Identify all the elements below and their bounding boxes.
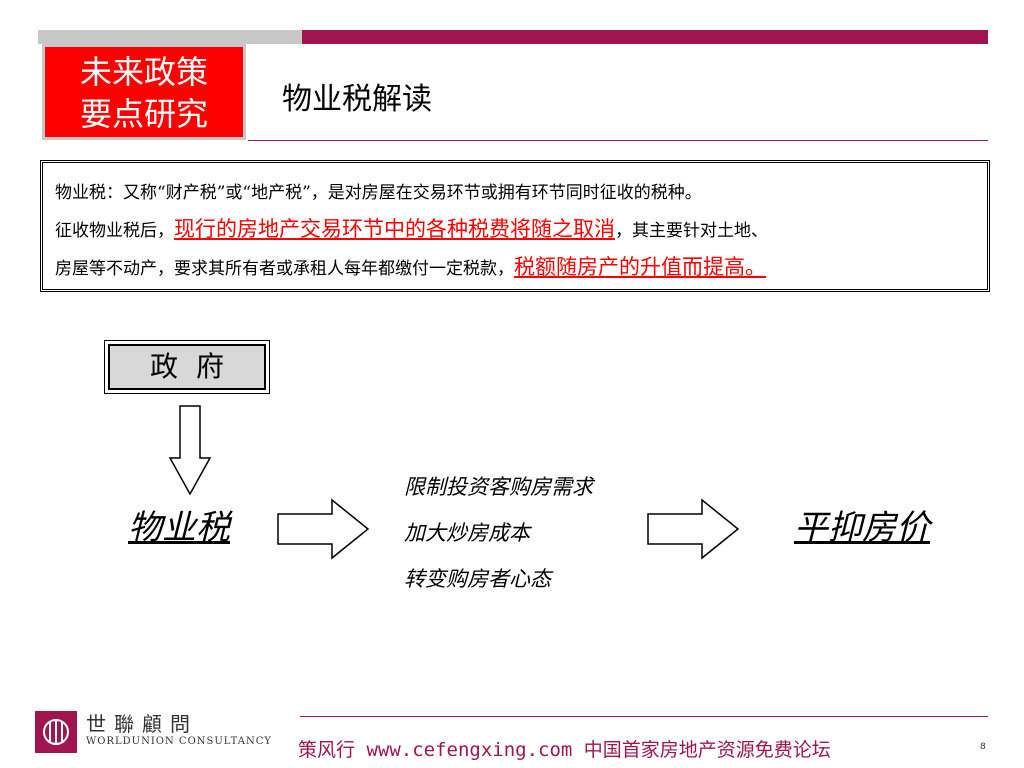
result-label: 平抑房价 [794, 508, 930, 548]
property-tax-label: 物业税 [128, 508, 230, 548]
definition-line-1: 物业税：又称“财产税”或“地产税”，是对房屋在交易环节或拥有环节同时征收的税种。 [55, 183, 702, 203]
definition-line-2-end: ，其主要针对土地、 [615, 221, 768, 241]
definition-line-3: 房屋等不动产，要求其所有者或承租人每年都缴付一定税款，税额随房产的升值而提高。 [55, 249, 977, 287]
government-label: 政府 [108, 344, 266, 390]
effect-item: 加大炒房成本 [404, 521, 530, 545]
footer-text: 策风行 www.cefengxing.com 中国首家房地产资源免费论坛 [298, 739, 831, 761]
definition-box: 物业税：又称“财产税”或“地产税”，是对房屋在交易环节或拥有环节同时征收的税种。… [40, 160, 990, 292]
section-badge: 未来政策 要点研究 [42, 44, 246, 140]
footer-divider [300, 716, 988, 717]
effect-item: 转变购房者心态 [404, 567, 551, 591]
definition-line-2: 征收物业税后，现行的房地产交易环节中的各种税费将随之取消，其主要针对土地、 [55, 211, 977, 249]
definition-line-3-start: 房屋等不动产，要求其所有者或承租人每年都缴付一定税款， [55, 259, 514, 279]
badge-line-1: 未来政策 [79, 53, 208, 91]
top-bar-gray [38, 30, 302, 44]
page-title: 物业税解读 [282, 82, 432, 117]
page-number: 8 [980, 742, 986, 752]
right-arrow-icon [277, 498, 370, 560]
right-arrow-icon [647, 498, 740, 560]
logo-chinese-name: 世聯顧問 [86, 712, 198, 736]
worldunion-logo-icon [35, 711, 77, 753]
government-box: 政府 [104, 340, 270, 394]
effects-list: 限制投资客购房需求 加大炒房成本 转变购房者心态 [404, 464, 593, 602]
definition-line-2-start: 征收物业税后， [55, 221, 174, 241]
effect-item: 限制投资客购房需求 [404, 475, 593, 499]
logo-english-name: WORLDUNION CONSULTANCY [86, 736, 272, 747]
definition-highlight-1: 现行的房地产交易环节中的各种税费将随之取消 [174, 217, 615, 241]
badge-line-2: 要点研究 [79, 95, 208, 133]
top-bar-accent [302, 30, 988, 44]
title-divider [248, 140, 988, 141]
down-arrow-icon [168, 405, 212, 496]
definition-highlight-2: 税额随房产的升值而提高。 [514, 255, 766, 279]
